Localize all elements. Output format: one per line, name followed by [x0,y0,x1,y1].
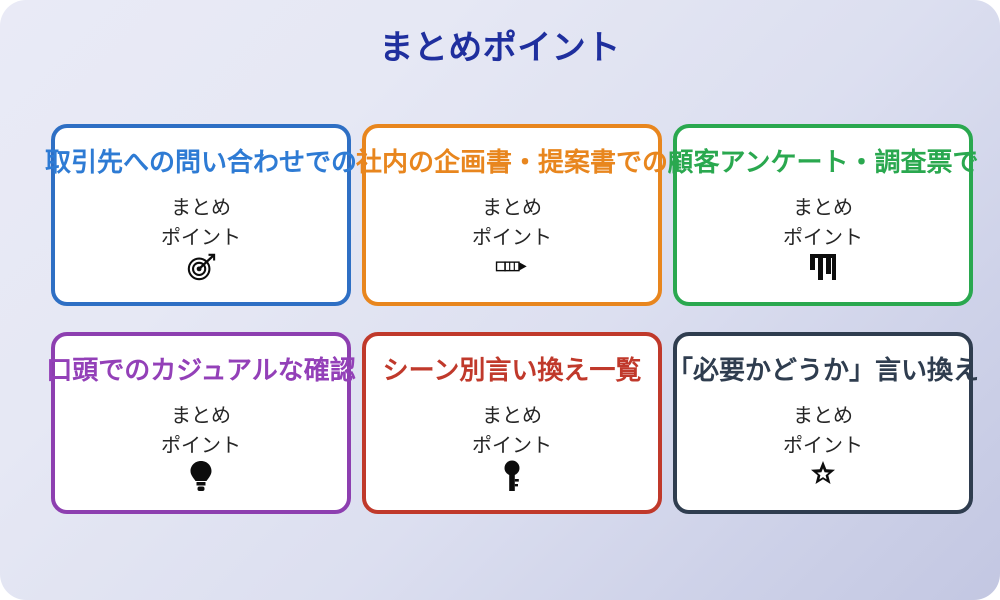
card-title: 取引先への問い合わせでの [44,148,358,178]
card-grid: 取引先への問い合わせでの まとめ ポイント 社内の企画書・提案書での まとめ ポ… [45,124,979,524]
card-body: まとめ ポイント [783,403,863,457]
card-title: 顧客アンケート・調査票で [667,148,979,178]
card-shanai-kikakusho[interactable]: 社内の企画書・提案書での まとめ ポイント [356,124,668,306]
card-body: まとめ ポイント [783,195,863,249]
card-body: まとめ ポイント [161,403,241,457]
dart-target-icon [55,252,347,290]
card-kouto-casual[interactable]: 口頭でのカジュアルな確認 まとめ ポイント [46,332,356,514]
card-scene-iikae[interactable]: シーン別言い換え一覧 まとめ ポイント [362,332,662,514]
card-body: まとめ ポイント [161,195,241,249]
card-title: 口頭でのカジュアルな確認 [46,356,356,386]
card-hitsuyou-kadouka[interactable]: 「必要かどうか」言い換え まとめ ポイント [667,332,979,514]
card-kokyaku-enquete[interactable]: 顧客アンケート・調査票で まとめ ポイント [668,124,978,306]
bar-chart-icon [677,252,969,290]
card-body: まとめ ポイント [472,195,552,249]
card-title: シーン別言い換え一覧 [382,356,642,386]
page-title: まとめポイント [379,28,621,68]
card-body: まとめ ポイント [472,403,552,457]
card-torihikisaki[interactable]: 取引先への問い合わせでの まとめ ポイント [45,124,357,306]
pencil-icon [366,252,658,284]
card-title: 社内の企画書・提案書での [355,148,669,178]
key-icon [366,460,658,500]
star-icon [677,460,969,494]
card-title: 「必要かどうか」言い換え [666,356,980,386]
lightbulb-icon [55,460,347,500]
